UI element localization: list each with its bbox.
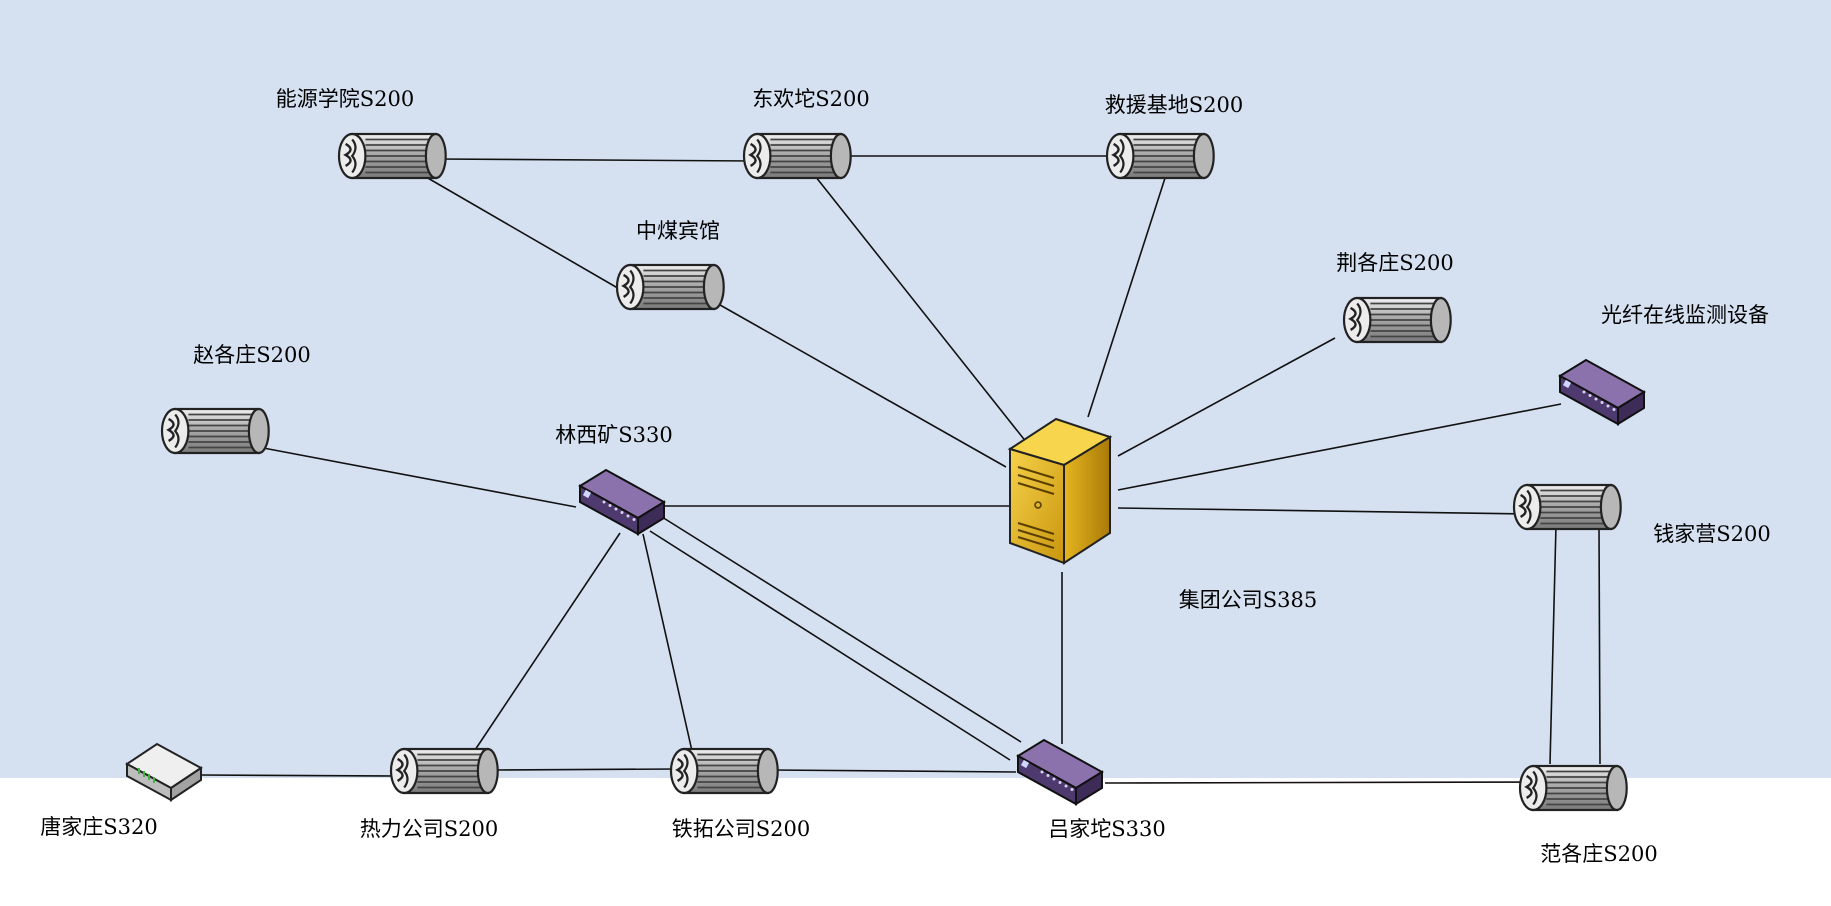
node-label-jingge: 荆各庄S200 — [1336, 251, 1453, 275]
link-lvjia-fange — [1104, 781, 1542, 784]
node-lvjia-switch-icon[interactable] — [1017, 739, 1103, 805]
node-label-jiuyuan: 救援基地S200 — [1105, 93, 1243, 117]
node-label-guangxian: 光纤在线监测设备 — [1601, 303, 1769, 327]
node-label-qianjia: 钱家营S200 — [1653, 522, 1770, 546]
link-nengyuan-donghuan — [435, 158, 756, 162]
link-donghuan-jituan — [799, 156, 1028, 444]
node-label-jituan: 集团公司S385 — [1179, 588, 1317, 612]
diagram-background — [0, 0, 1831, 778]
link-reli-tietuo — [492, 768, 681, 771]
node-label-nengyuan: 能源学院S200 — [276, 87, 414, 111]
node-label-lvjia: 吕家坨S330 — [1048, 817, 1165, 841]
node-tangjia-modem-icon[interactable] — [126, 743, 202, 801]
node-donghuan-router-icon[interactable] — [742, 132, 852, 180]
node-reli-router-icon[interactable] — [389, 747, 499, 795]
link-qianjia-fange — [1598, 524, 1601, 765]
node-label-donghuan: 东欢坨S200 — [752, 87, 869, 111]
node-linxi-switch-icon[interactable] — [579, 469, 665, 535]
link-zhongmei-jituan — [712, 300, 1007, 468]
node-jiuyuan-router-icon[interactable] — [1105, 132, 1215, 180]
link-jingge-jituan — [1117, 337, 1336, 457]
node-label-linxi: 林西矿S330 — [555, 423, 672, 447]
node-label-fange: 范各庄S200 — [1540, 842, 1657, 866]
node-zhongmei-router-icon[interactable] — [615, 263, 725, 311]
node-nengyuan-router-icon[interactable] — [337, 132, 447, 180]
node-label-zhongmei: 中煤宾馆 — [636, 219, 720, 243]
link-jiuyuan-jituan — [1087, 174, 1167, 418]
link-linxi-lvjia — [649, 530, 1011, 761]
link-qianjia-fange — [1549, 524, 1557, 765]
link-tangjia-reli — [199, 774, 399, 777]
link-zhaoge-linxi — [257, 446, 577, 508]
node-guangxian-switch-icon[interactable] — [1559, 359, 1645, 425]
link-linxi-lvjia — [661, 516, 1022, 743]
node-label-reli: 热力公司S200 — [360, 817, 498, 841]
link-nengyuan-zhongmei — [425, 176, 629, 295]
node-fange-router-icon[interactable] — [1518, 764, 1628, 812]
node-jituan-server-icon[interactable] — [1009, 418, 1111, 564]
link-jituan-qianjia — [1117, 507, 1532, 515]
node-label-zhaoge: 赵各庄S200 — [193, 343, 310, 367]
node-zhaoge-router-icon[interactable] — [160, 407, 270, 455]
node-jingge-router-icon[interactable] — [1342, 296, 1452, 344]
link-linxi-reli — [472, 532, 621, 754]
links-layer — [199, 155, 1601, 784]
node-qianjia-router-icon[interactable] — [1512, 483, 1622, 531]
node-label-tietuo: 铁拓公司S200 — [672, 817, 810, 841]
nodes-layer — [126, 132, 1645, 812]
link-tietuo-lvjia — [770, 769, 1017, 773]
link-linxi-tietuo — [642, 533, 693, 752]
node-label-tangjia: 唐家庄S320 — [40, 815, 157, 839]
link-guangxian-jituan — [1117, 403, 1562, 491]
node-tietuo-router-icon[interactable] — [669, 747, 779, 795]
